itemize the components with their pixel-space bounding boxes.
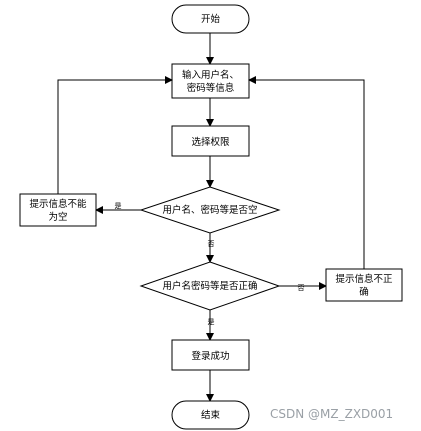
check-correct-label: 用户名密码等是否正确 [162, 280, 257, 292]
check-empty-decision: 用户名、密码等是否空 [139, 186, 281, 234]
error-hint-node: 提示信息不正 确 [325, 268, 403, 302]
watermark: CSDN @MZ_ZXD001 [270, 407, 393, 421]
edge-label-correct-yes: 是 [208, 318, 215, 326]
edge-label-empty-yes: 是 [115, 202, 122, 210]
empty-hint-line2: 为空 [48, 211, 67, 223]
check-correct-decision: 用户名密码等是否正确 [139, 261, 281, 311]
edge-label-correct-no: 否 [298, 284, 305, 292]
input-label-line2: 密码等信息 [187, 82, 235, 94]
login-success-label: 登录成功 [191, 350, 229, 362]
empty-hint-node: 提示信息不能 为空 [19, 193, 97, 227]
start-node: 开始 [171, 4, 250, 34]
select-permission-node: 选择权限 [171, 125, 250, 157]
login-success-node: 登录成功 [171, 339, 250, 371]
check-empty-label: 用户名、密码等是否空 [162, 204, 257, 216]
empty-hint-line1: 提示信息不能 [29, 198, 87, 210]
error-hint-line1: 提示信息不正 [335, 273, 393, 285]
edge-label-empty-no: 否 [208, 240, 215, 248]
start-label: 开始 [201, 13, 221, 25]
input-label-line1: 输入用户名、 [182, 69, 239, 81]
end-node: 结束 [171, 400, 250, 430]
input-node: 输入用户名、 密码等信息 [171, 63, 250, 99]
edge-error-hint-loop [248, 76, 365, 269]
error-hint-line2: 确 [359, 286, 369, 298]
edge-empty-hint-loop [57, 76, 173, 194]
select-permission-label: 选择权限 [191, 136, 230, 148]
end-label: 结束 [201, 409, 221, 421]
